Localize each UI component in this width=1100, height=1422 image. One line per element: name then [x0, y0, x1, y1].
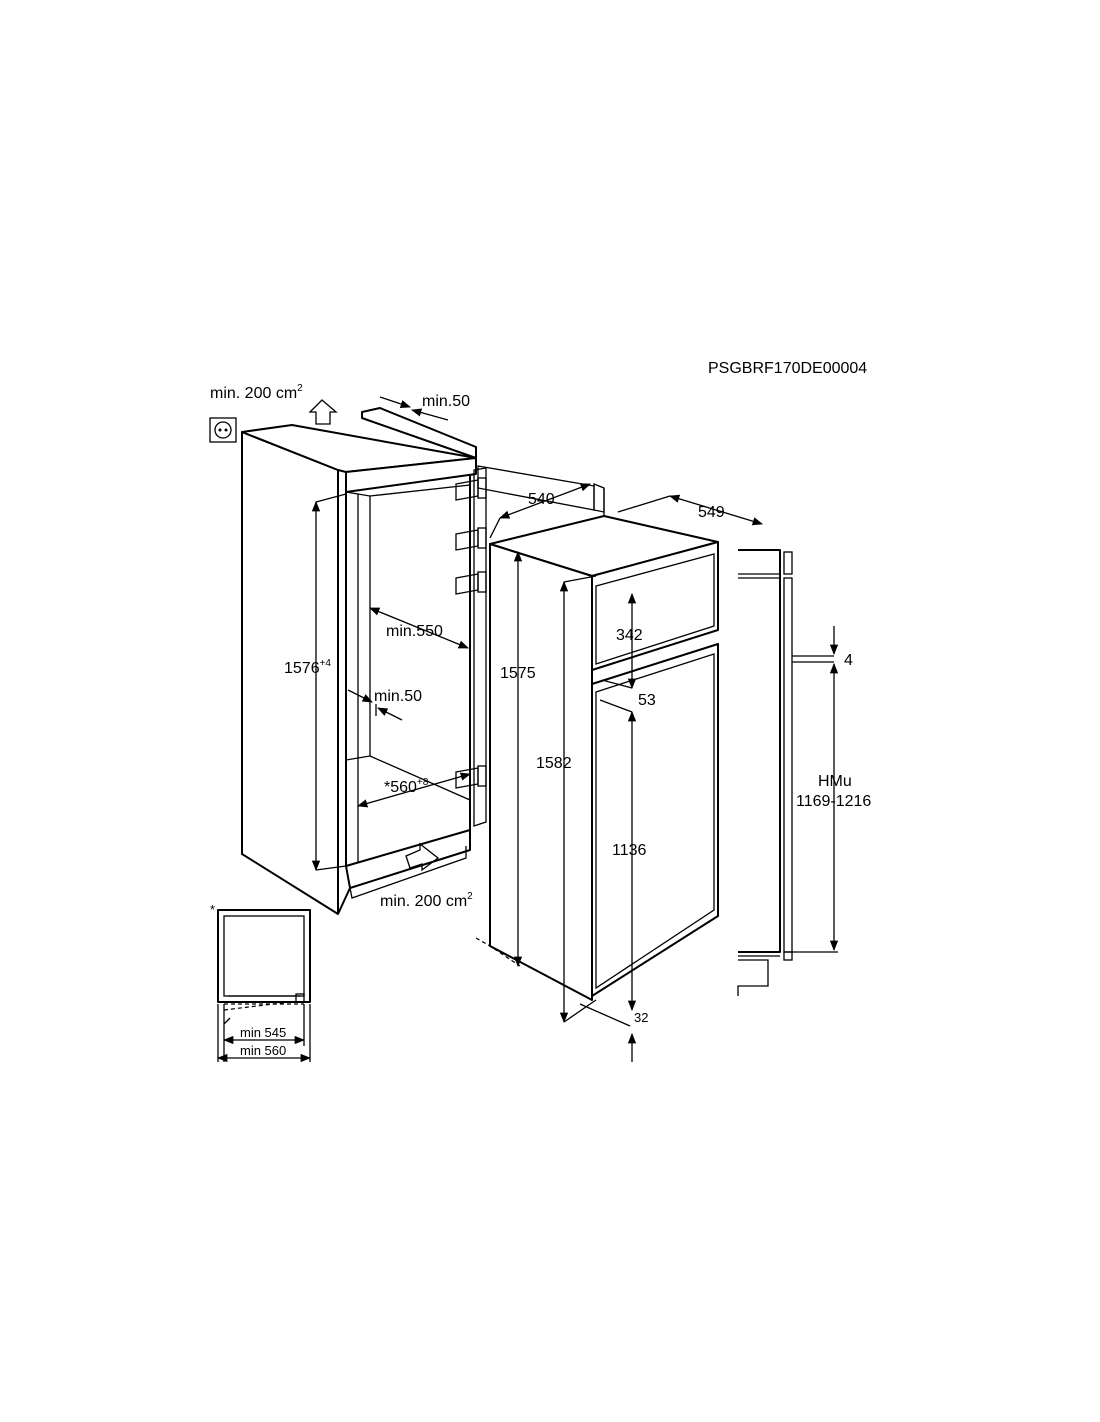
appliance-height-label: 1582 [536, 755, 572, 772]
hmu-label: HMu [818, 773, 852, 790]
inset-star: * [210, 902, 215, 917]
freezer-door-label: 342 [616, 627, 643, 644]
vent-top-arrow-icon [308, 399, 338, 425]
vent-bottom-arrow-icon [405, 842, 440, 872]
door-width-label: 540 [528, 491, 555, 508]
drawing-code: PSGBRF170DE00004 [708, 360, 867, 377]
hmu-gap-label: 4 [844, 652, 853, 669]
cabinet-height-label: 1575 [500, 665, 536, 682]
niche-width-label: *560+8 [384, 777, 429, 796]
appliance-body [475, 465, 719, 1001]
bottom-gap-label: 32 [634, 1010, 648, 1025]
niche-depth-label: min.550 [386, 623, 443, 640]
socket-icon [209, 417, 237, 443]
inset-min560-label: min 560 [240, 1043, 286, 1058]
side-section [737, 549, 838, 996]
gap-top-label: min.50 [422, 393, 470, 410]
niche-cabinet [241, 407, 477, 915]
depth-label: 549 [698, 504, 725, 521]
vent-bottom-label: min. 200 cm2 [380, 891, 473, 910]
inset-top-view: * min 545 min 560 [210, 902, 312, 1063]
gap-side-label: min.50 [374, 688, 422, 705]
fridge-door-label: 1136 [612, 842, 647, 859]
vent-top-label: min. 200 cm2 [210, 383, 303, 402]
door-gap-label: 53 [638, 692, 656, 709]
inset-min545-label: min 545 [240, 1025, 286, 1040]
hmu-range-label: 1169-1216 [796, 793, 871, 810]
niche-height-label: 1576+4 [284, 658, 331, 677]
door-edge-strip [473, 467, 487, 827]
